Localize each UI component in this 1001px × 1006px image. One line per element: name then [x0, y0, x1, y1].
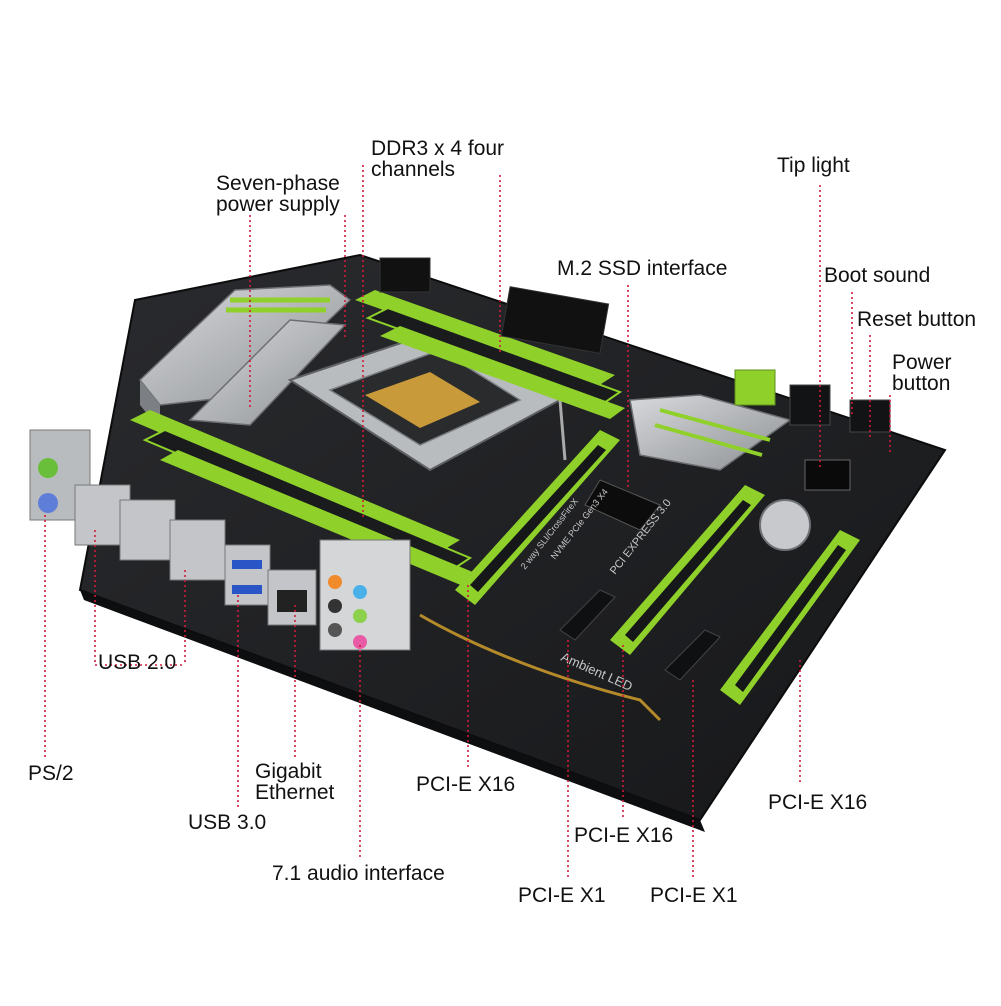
label-seven-phase: Seven-phase power supply: [216, 173, 340, 215]
label-seven-phase-line1: Seven-phase: [216, 172, 340, 195]
label-pcie-x16-left: PCI-E X16: [416, 773, 516, 796]
pcie-x1-slot-left: [559, 589, 616, 641]
leader-lines: [44, 165, 891, 880]
label-reset-button: Reset button: [857, 308, 977, 331]
label-gigabit-ethernet: Gigabit Ethernet: [255, 761, 334, 803]
pcie-x16-slot-right: [720, 530, 860, 705]
label-power-button-line2: button: [892, 372, 951, 395]
label-pcie-x1-right: PCI-E X1: [650, 884, 738, 907]
label-pcie-x16-right: PCI-E X16: [768, 791, 868, 814]
usb20-port-2: [119, 499, 176, 561]
dimm-slots-right: [355, 290, 625, 419]
label-boot-sound: Boot sound: [824, 264, 931, 287]
label-ddr3-line2: channels: [371, 158, 456, 181]
boot-sound-buzzer: [789, 384, 831, 426]
cpu-power-connector: [379, 257, 431, 293]
label-audio: 7.1 audio interface: [272, 862, 445, 885]
label-tip-light: Tip light: [777, 154, 850, 177]
label-m2-ssd: M.2 SSD interface: [557, 257, 728, 280]
label-usb20: USB 2.0: [98, 651, 177, 674]
power-heatsink: [138, 284, 352, 430]
m2-slot: [584, 479, 661, 531]
label-power-button: Power button: [892, 352, 952, 394]
rear-io: [29, 429, 411, 651]
pcie-x16-slot-mid: [610, 485, 765, 655]
label-gigabit-line2: Ethernet: [255, 781, 335, 804]
usb30-port: [224, 544, 271, 606]
label-seven-phase-line2: power supply: [216, 193, 340, 216]
usb20-port-3: [169, 519, 226, 581]
chipset-heatsink: [629, 394, 792, 471]
debug-led-display: [804, 459, 851, 491]
atx-power-connector: [500, 286, 610, 354]
label-pcie-x16-mid: PCI-E X16: [574, 824, 674, 847]
pcie-x1-slot-right: [664, 629, 721, 681]
label-ddr3: DDR3 x 4 four channels: [371, 138, 504, 180]
label-ddr3-line1: DDR3 x 4 four: [371, 137, 505, 160]
label-pcie-x1-left: PCI-E X1: [518, 884, 606, 907]
label-usb30: USB 3.0: [188, 811, 267, 834]
label-gigabit-line1: Gigabit: [255, 760, 322, 783]
green-terminal: [734, 369, 776, 406]
label-power-button-line1: Power: [892, 351, 952, 374]
pcie-x16-slot-left: [455, 430, 620, 605]
cmos-battery: [759, 499, 811, 551]
label-ps2: PS/2: [28, 762, 74, 785]
